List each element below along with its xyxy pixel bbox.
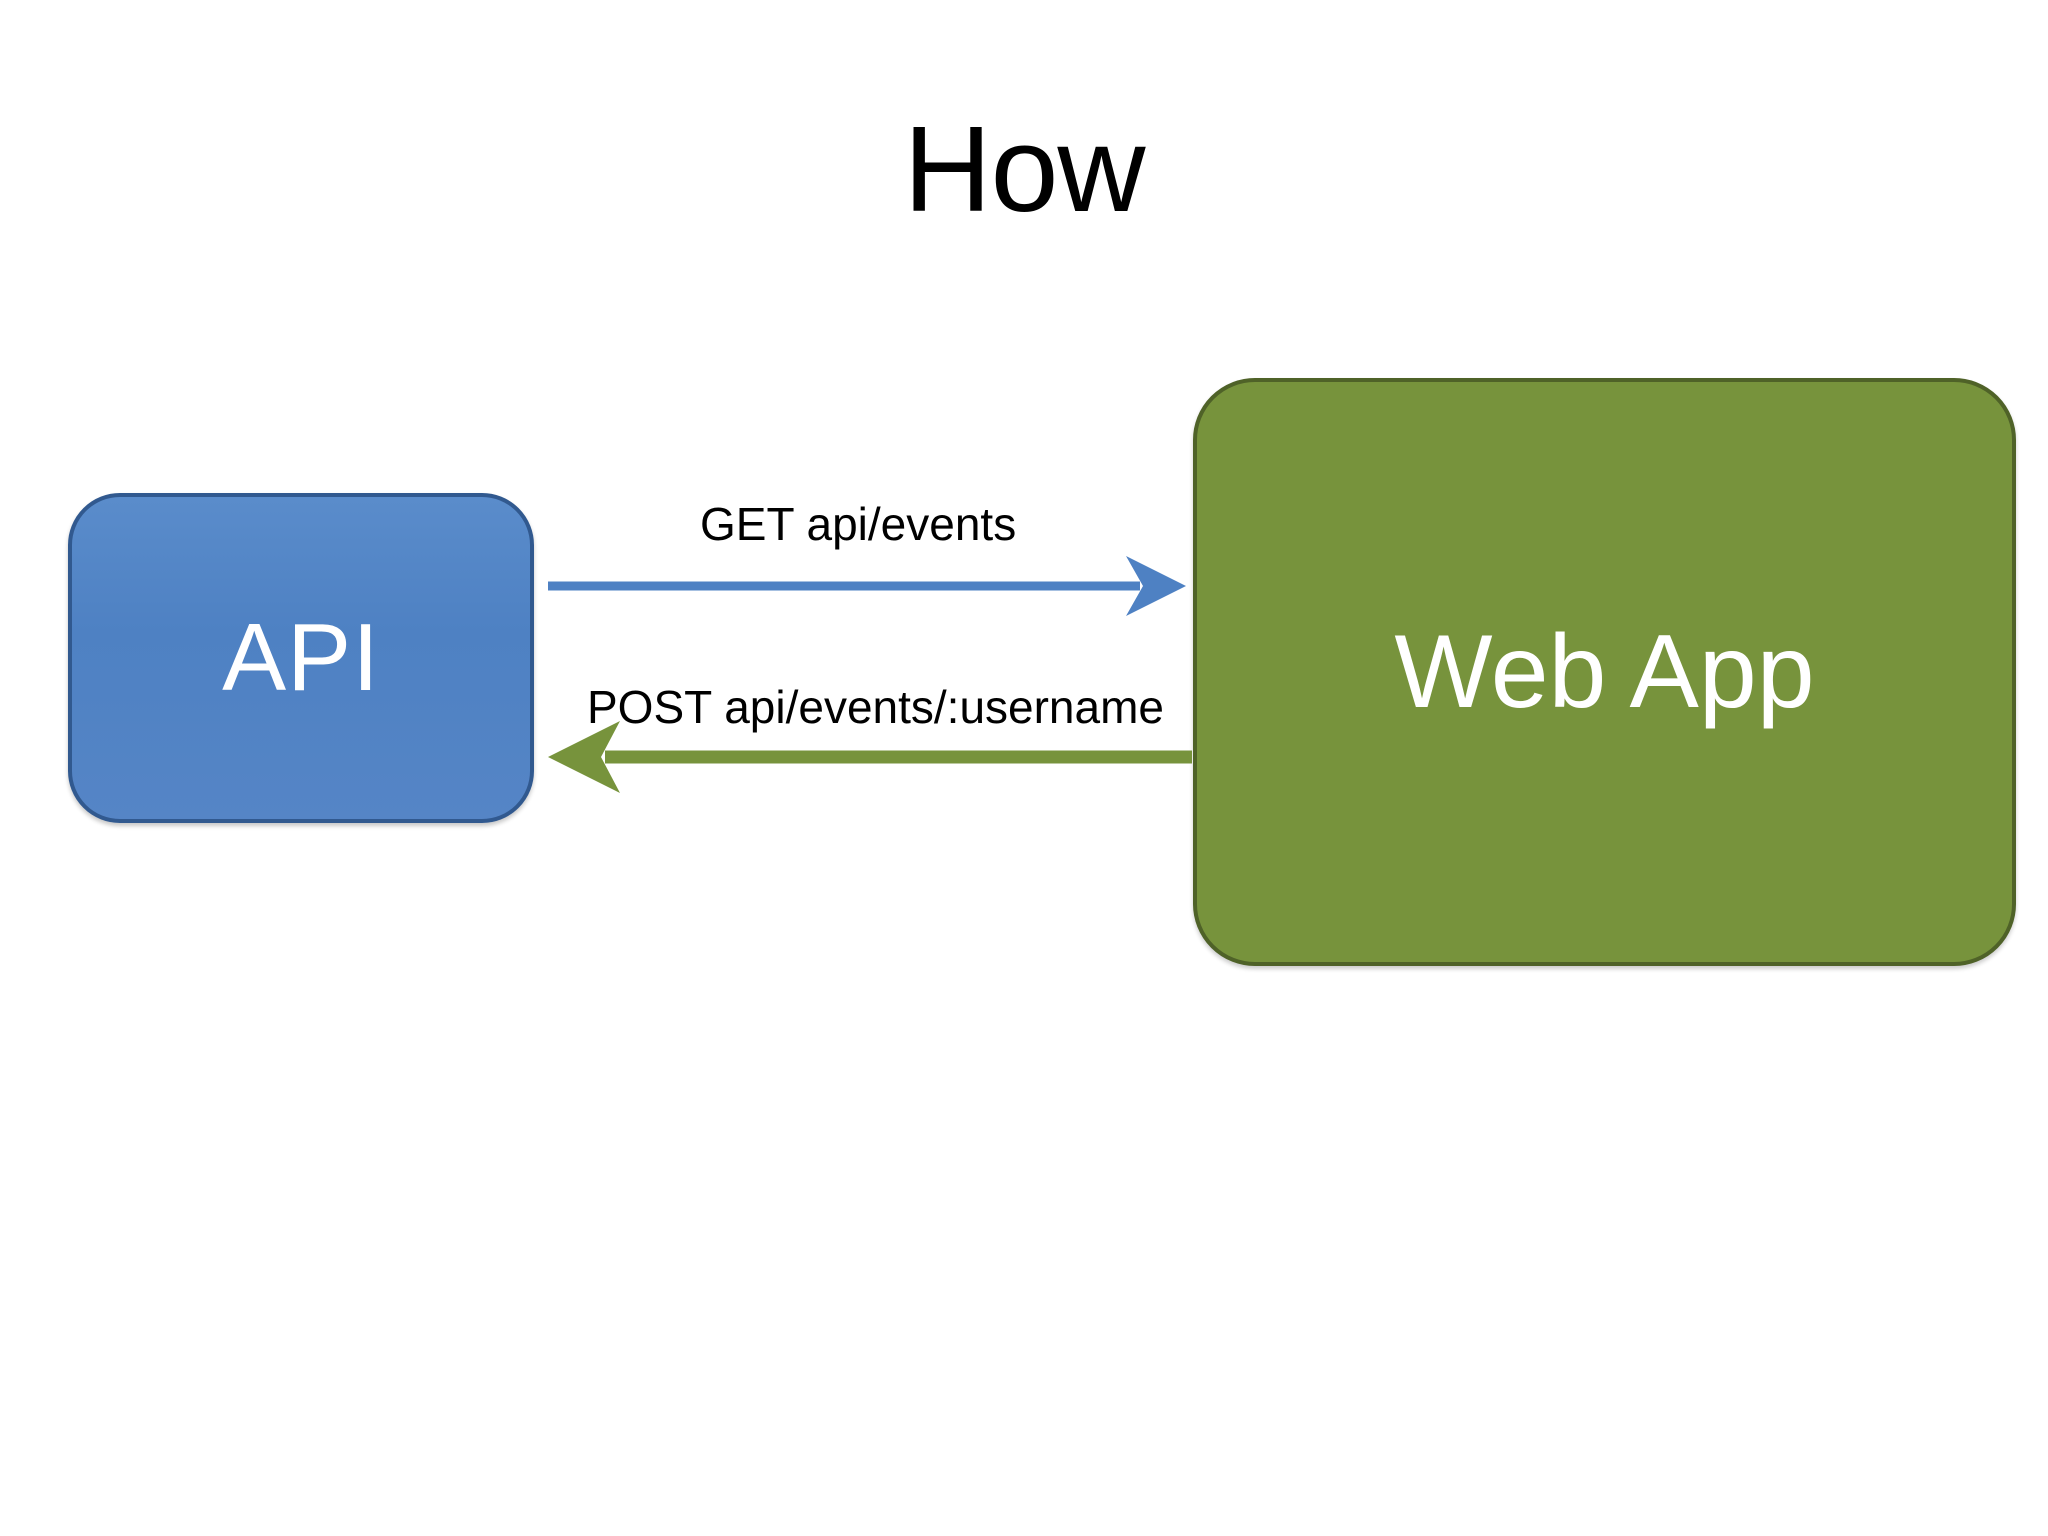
node-api[interactable]: API <box>68 493 534 823</box>
edge-label-get-events: GET api/events <box>700 498 1017 550</box>
edge-label-post-events-username: POST api/events/:username <box>587 681 1164 733</box>
arrow-get-events-head <box>1126 556 1186 616</box>
page-title: How <box>903 101 1145 237</box>
arrow-get-events[interactable] <box>548 556 1186 616</box>
node-api-label: API <box>222 604 380 711</box>
node-web-app[interactable]: Web App <box>1193 378 2016 966</box>
node-web-app-label: Web App <box>1394 613 1815 730</box>
